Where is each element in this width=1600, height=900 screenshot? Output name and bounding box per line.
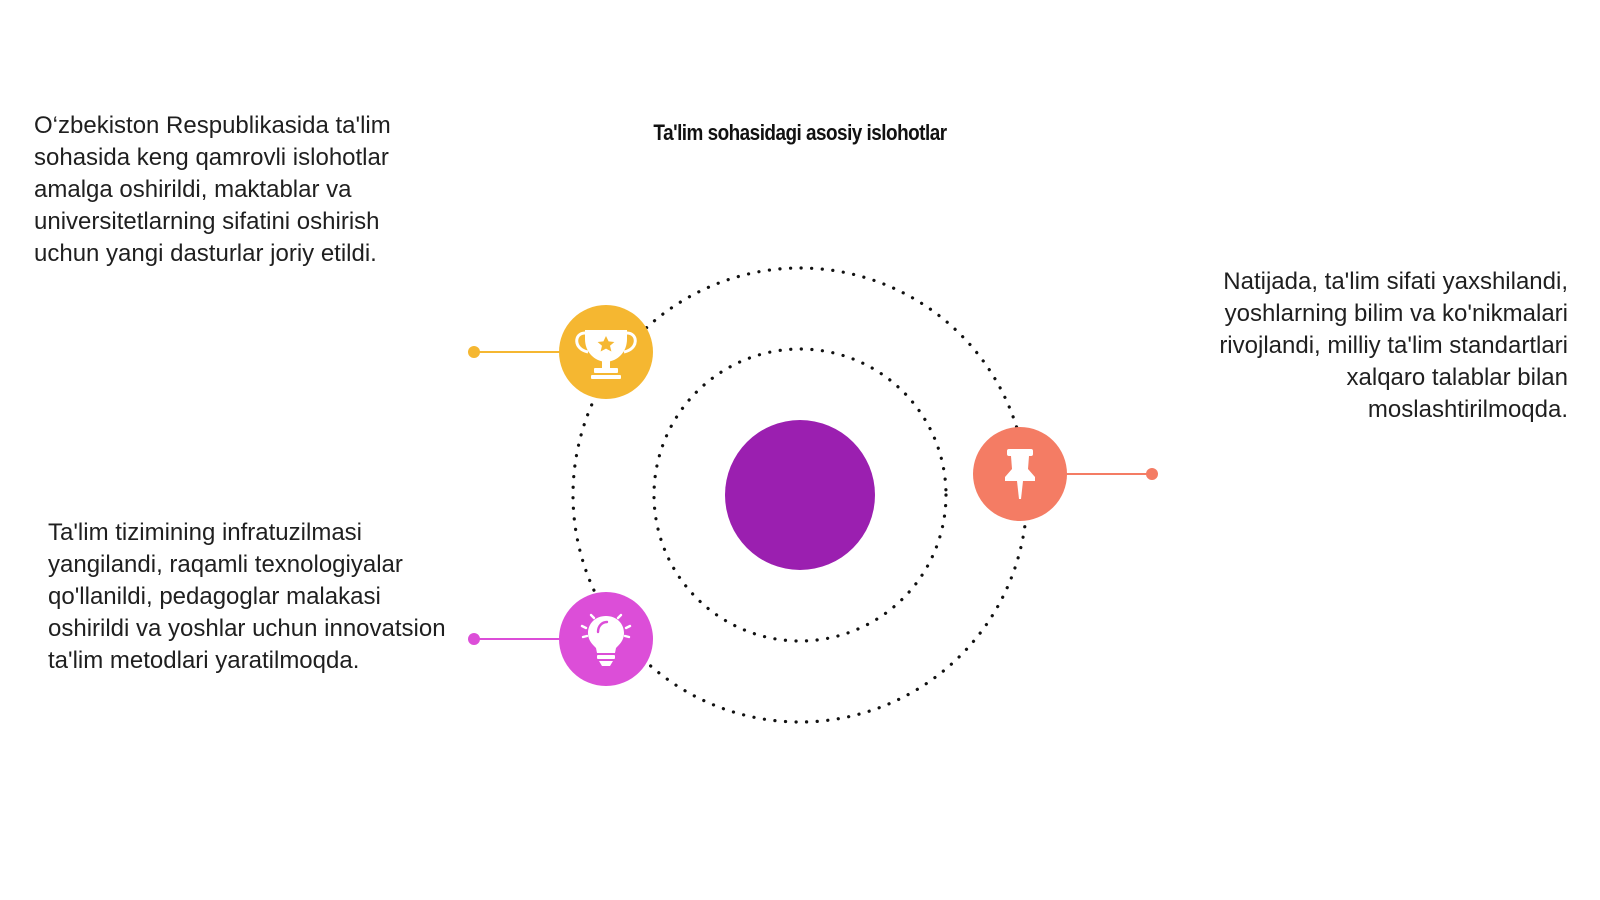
text-block-2: Ta'lim tizimining infratuzilmasi yangila… [48, 519, 446, 674]
text-block-1: O‘zbekiston Respublikasida ta'lim sohasi… [34, 112, 391, 267]
node-lightbulb [559, 592, 653, 686]
center-circle [725, 420, 875, 570]
node-pushpin [973, 427, 1067, 521]
inner-orbit-ring [652, 347, 948, 643]
trophy-icon [575, 330, 637, 379]
pushpin-icon [1005, 449, 1035, 499]
connector-1 [468, 346, 565, 358]
connector-2 [468, 633, 565, 645]
diagram-title: Ta'lim sohasidagi asosiy islohotlar [653, 120, 947, 145]
text-block-3: Natijada, ta'lim sifati yaxshilandi, yos… [1219, 268, 1568, 423]
node-trophy [559, 305, 653, 399]
connector-3 [1065, 468, 1158, 480]
lightbulb-icon [580, 613, 632, 666]
